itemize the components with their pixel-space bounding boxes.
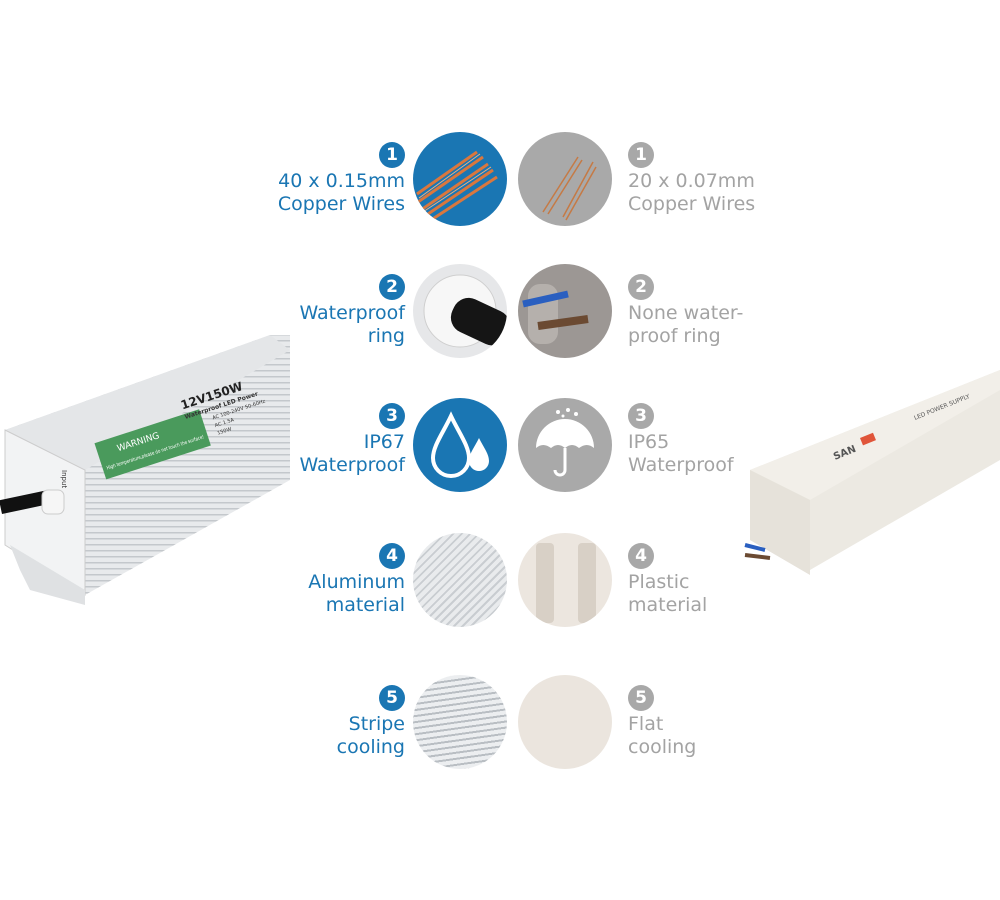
flat-surface-icon <box>518 675 612 769</box>
number-badge: 3 <box>379 403 405 429</box>
good-label-line1: Aluminum <box>308 571 405 593</box>
plastic-casing-icon <box>518 533 612 627</box>
no-ring-cable-icon <box>518 264 612 358</box>
umbrella-rain-icon <box>518 398 612 492</box>
good-label-line1: Waterproof <box>299 302 405 324</box>
number-badge: 2 <box>628 274 654 300</box>
spec-power: 150W <box>217 426 233 436</box>
bad-label-line2: material <box>628 594 708 616</box>
input-label: Input <box>60 470 68 488</box>
number-badge: 4 <box>628 543 654 569</box>
stripe-surface-icon <box>413 675 507 769</box>
number-badge: 3 <box>628 403 654 429</box>
spec-input-current: AC 1.5A <box>214 417 235 429</box>
plastic-power-supply-image: SAN LED POWER SUPPLY <box>744 370 1000 575</box>
water-drops-icon <box>413 398 507 492</box>
bad-label-line2: proof ring <box>628 325 721 347</box>
good-label-line2: Copper Wires <box>277 193 405 215</box>
good-label-line1: Stripe <box>348 713 405 735</box>
bad-label-line1: Plastic <box>628 571 690 593</box>
number-badge: 4 <box>379 543 405 569</box>
thick-copper-wire-icon <box>413 132 507 226</box>
bad-label-line2: cooling <box>628 736 697 758</box>
good-label-line2: material <box>325 594 405 616</box>
number-badge: 1 <box>628 142 654 168</box>
bad-label-line2: Waterproof <box>628 454 734 476</box>
number-badge: 5 <box>628 685 654 711</box>
bad-label-line1: Flat <box>628 713 664 735</box>
bad-label-line1: 20 x 0.07mm <box>628 170 755 192</box>
aluminum-power-supply-image: WARNING High temperature,please do not t… <box>0 335 290 605</box>
number-badge: 1 <box>379 142 405 168</box>
good-label-line2: cooling <box>336 736 405 758</box>
good-label-line2: ring <box>367 325 405 347</box>
bad-label-line2: Copper Wires <box>628 193 756 215</box>
thin-copper-wire-icon <box>518 132 612 226</box>
waterproof-ring-icon <box>413 264 507 358</box>
good-label-line1: IP67 <box>363 431 405 453</box>
number-badge: 5 <box>379 685 405 711</box>
good-label-line1: 40 x 0.15mm <box>278 170 405 192</box>
good-label-line2: Waterproof <box>299 454 405 476</box>
bad-label-line1: IP65 <box>628 431 670 453</box>
number-badge: 2 <box>379 274 405 300</box>
aluminum-casing-icon <box>413 533 507 627</box>
bad-label-line1: None water- <box>628 302 744 324</box>
